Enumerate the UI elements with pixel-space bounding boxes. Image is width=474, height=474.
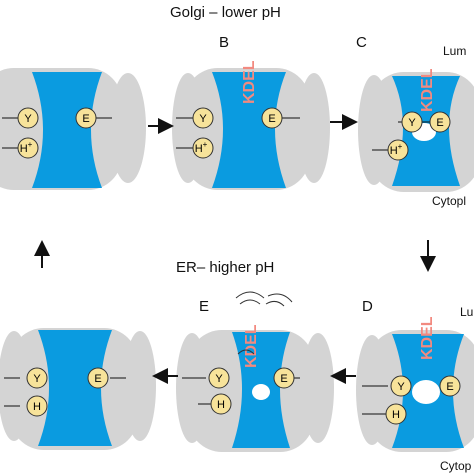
residue-h-c [387, 139, 409, 161]
residue-h-e [210, 393, 232, 415]
membrane-lobe [298, 73, 330, 183]
er-header: ER– higher pH [176, 259, 275, 276]
residue-e-f [87, 367, 109, 389]
release-motion-mark [265, 300, 285, 307]
residue-h-label: H [217, 399, 225, 411]
membrane-lobe [302, 333, 334, 443]
residue-y-label: Y [199, 113, 207, 125]
panel-label-c: C [356, 34, 367, 51]
membrane-lobe [124, 331, 156, 441]
residue-y-b [192, 107, 214, 129]
channel-pore [252, 384, 270, 400]
residue-y-label: Y [24, 113, 32, 125]
residue-e-label: E [268, 113, 275, 125]
residue-y-f [26, 367, 48, 389]
h-plus-sup: + [28, 140, 33, 149]
h-plus-sup: + [203, 140, 208, 149]
residue-h-a [17, 137, 39, 159]
residue-y-c [401, 111, 423, 133]
residue-h-label: H [195, 143, 203, 155]
residue-h-label: H [392, 409, 400, 421]
panel-b: KDEL Y H+ E [172, 60, 330, 190]
residue-h-label: H [390, 145, 398, 157]
residue-e-label: E [82, 113, 89, 125]
receptor-channel [32, 72, 102, 188]
residue-y-e [208, 367, 230, 389]
residue-y-label: Y [215, 373, 223, 385]
kdel-signal: KDEL [419, 316, 436, 360]
residue-e-b [261, 107, 283, 129]
golgi-header: Golgi – lower pH [170, 4, 281, 21]
svg-text:H+: H+ [195, 140, 208, 155]
release-motion-mark [235, 291, 265, 299]
panel-label-b: B [219, 34, 230, 51]
kdel-signal: KDEL [419, 68, 436, 112]
release-motion-mark [237, 349, 255, 355]
residue-y-label: Y [397, 381, 405, 393]
panel-f: Y H E [0, 328, 156, 450]
release-motion-mark [267, 293, 293, 303]
residue-y-d [390, 375, 412, 397]
residue-h-label: H [33, 401, 41, 413]
residue-e-label: E [446, 381, 453, 393]
residue-h-d [385, 403, 407, 425]
h-plus-sup: + [398, 142, 403, 151]
membrane-lobe [110, 73, 146, 183]
residue-e-d [439, 375, 461, 397]
residue-y-label: Y [33, 373, 41, 385]
kdel-signal: KDEL [241, 60, 258, 104]
release-motion-mark [239, 299, 261, 305]
panel-e: KDEL Y H E [176, 291, 334, 452]
residue-e-c [429, 111, 451, 133]
residue-e-label: E [94, 373, 101, 385]
panel-label-e: E [199, 298, 210, 315]
panel-c: KDEL Y H+ E [358, 68, 474, 192]
residue-e-label: E [436, 117, 443, 129]
receptor-channel [38, 330, 112, 446]
cytoplasm-label-top: Cytopl [432, 194, 467, 208]
residue-e-a [75, 107, 97, 129]
svg-text:H+: H+ [20, 140, 33, 155]
svg-text:H+: H+ [390, 142, 403, 157]
residue-h-label: H [20, 143, 28, 155]
panel-d: KDEL Y H E [356, 316, 474, 452]
panel-label-d: D [362, 298, 373, 315]
lumen-label-top: Lum [443, 44, 467, 58]
panel-a: Y H+ E [0, 68, 146, 190]
residue-h-b [192, 137, 214, 159]
residue-e-e [273, 367, 295, 389]
receptor-channel [212, 72, 286, 188]
residue-e-label: E [280, 373, 287, 385]
cytoplasm-label-bottom: Cytop [440, 459, 472, 473]
lumen-label-bottom: Lu [460, 305, 474, 319]
residue-y-a [17, 107, 39, 129]
residue-y-label: Y [408, 117, 416, 129]
residue-h-f [26, 395, 48, 417]
kdel-signal: KDEL [243, 324, 260, 368]
channel-pore [412, 380, 440, 404]
